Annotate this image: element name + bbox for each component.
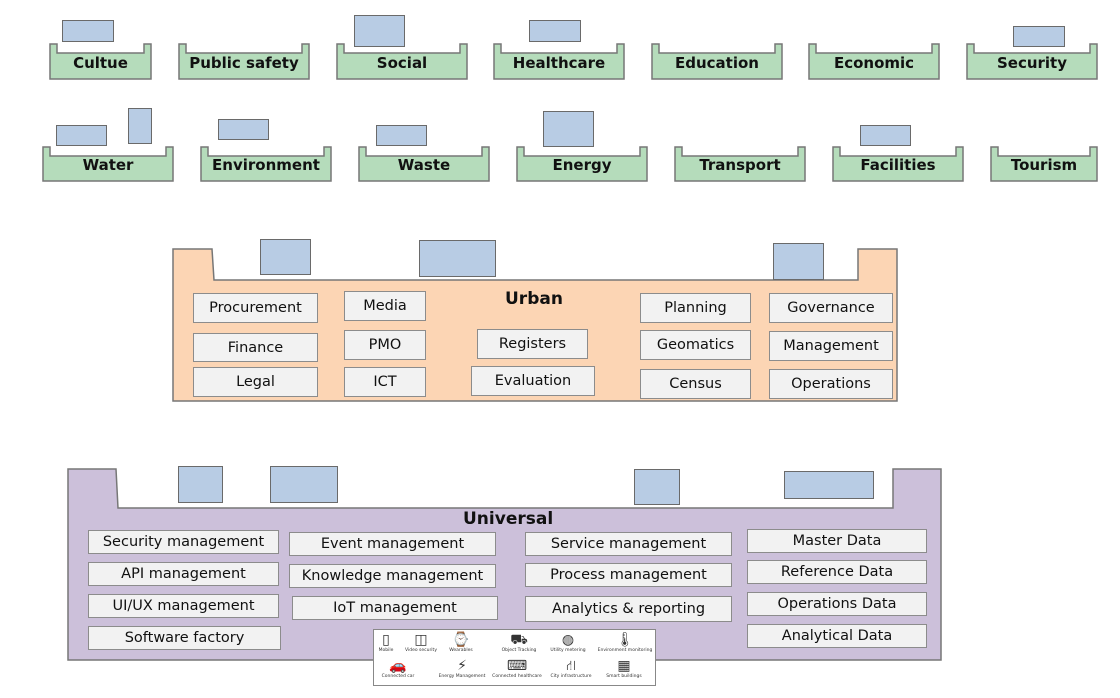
domain-facilities: Facilities xyxy=(860,156,936,174)
meter-icon: ◍Utility metering xyxy=(550,632,586,654)
urban-pmo: PMO xyxy=(344,330,426,360)
universal-analytics-reporting: Analytics & reporting xyxy=(525,596,732,622)
mobile-icon: ▯Mobile xyxy=(378,632,394,654)
thermometer-icon: 🌡Environment monitoring xyxy=(597,632,653,654)
component-block xyxy=(784,471,874,499)
urban-geomatics: Geomatics xyxy=(640,330,751,360)
domain-healthcare: Healthcare xyxy=(512,54,606,72)
component-block xyxy=(260,239,311,275)
component-block xyxy=(62,20,114,42)
universal-analytical-data: Analytical Data xyxy=(747,624,927,648)
urban-legal: Legal xyxy=(193,367,318,397)
universal-iot-management: IoT management xyxy=(292,596,498,620)
component-block xyxy=(128,108,152,144)
domain-energy: Energy xyxy=(552,156,612,174)
component-block xyxy=(376,125,427,146)
universal-process-management: Process management xyxy=(525,563,732,587)
urban-procurement: Procurement xyxy=(193,293,318,323)
urban-media: Media xyxy=(344,291,426,321)
urban-registers: Registers xyxy=(477,329,588,359)
tracking-icon: ⛟Object Tracking xyxy=(501,632,537,654)
domain-security: Security xyxy=(996,54,1068,72)
urban-evaluation: Evaluation xyxy=(471,366,595,396)
watch-icon: ⌚Wearables xyxy=(449,632,473,654)
buildings-icon: ▦Smart buildings xyxy=(606,658,642,680)
domain-tourism: Tourism xyxy=(1010,156,1078,174)
universal-reference-data: Reference Data xyxy=(747,560,927,584)
component-block xyxy=(860,125,911,146)
urban-title: Urban xyxy=(505,289,563,309)
universal-knowledge-management: Knowledge management xyxy=(289,564,496,588)
universal-event-management: Event management xyxy=(289,532,496,556)
domain-public-safety: Public safety xyxy=(189,54,299,72)
domain-economic: Economic xyxy=(833,54,915,72)
component-block xyxy=(270,466,338,503)
urban-census: Census xyxy=(640,369,751,399)
domain-social: Social xyxy=(376,54,428,72)
universal-security-management: Security management xyxy=(88,530,279,554)
domain-culture: Cultue xyxy=(73,54,128,72)
urban-management: Management xyxy=(769,331,893,361)
component-block xyxy=(773,243,824,280)
streetlight-icon: ⛙City infrastructure xyxy=(550,658,592,680)
component-block xyxy=(529,20,581,42)
component-block xyxy=(56,125,107,146)
urban-operations: Operations xyxy=(769,369,893,399)
universal-uiux-management: UI/UX management xyxy=(88,594,279,618)
domain-transport: Transport xyxy=(699,156,781,174)
component-block xyxy=(419,240,496,277)
iot-icons-panel: ▯Mobile ◫Video security ⌚Wearables ⛟Obje… xyxy=(373,629,656,686)
domain-waste: Waste xyxy=(397,156,451,174)
laptop-icon: ⌨Connected healthcare xyxy=(492,658,542,680)
urban-finance: Finance xyxy=(193,333,318,362)
domain-environment: Environment xyxy=(212,156,320,174)
universal-title: Universal xyxy=(463,509,554,529)
domain-education: Education xyxy=(675,54,759,72)
component-block xyxy=(178,466,223,503)
component-block xyxy=(634,469,680,505)
universal-operations-data: Operations Data xyxy=(747,592,927,616)
component-block xyxy=(1013,26,1065,47)
component-block xyxy=(354,15,405,47)
domain-water: Water xyxy=(82,156,134,174)
universal-api-management: API management xyxy=(88,562,279,586)
urban-planning: Planning xyxy=(640,293,751,323)
urban-ict: ICT xyxy=(344,367,426,397)
universal-master-data: Master Data xyxy=(747,529,927,553)
car-icon: 🚗Connected car xyxy=(381,658,415,680)
universal-software-factory: Software factory xyxy=(88,626,281,650)
component-block xyxy=(218,119,269,140)
universal-service-management: Service management xyxy=(525,532,732,556)
urban-governance: Governance xyxy=(769,293,893,323)
component-block xyxy=(543,111,594,147)
camera-icon: ◫Video security xyxy=(404,632,437,654)
lightning-icon: ⚡Energy Management xyxy=(438,658,486,680)
